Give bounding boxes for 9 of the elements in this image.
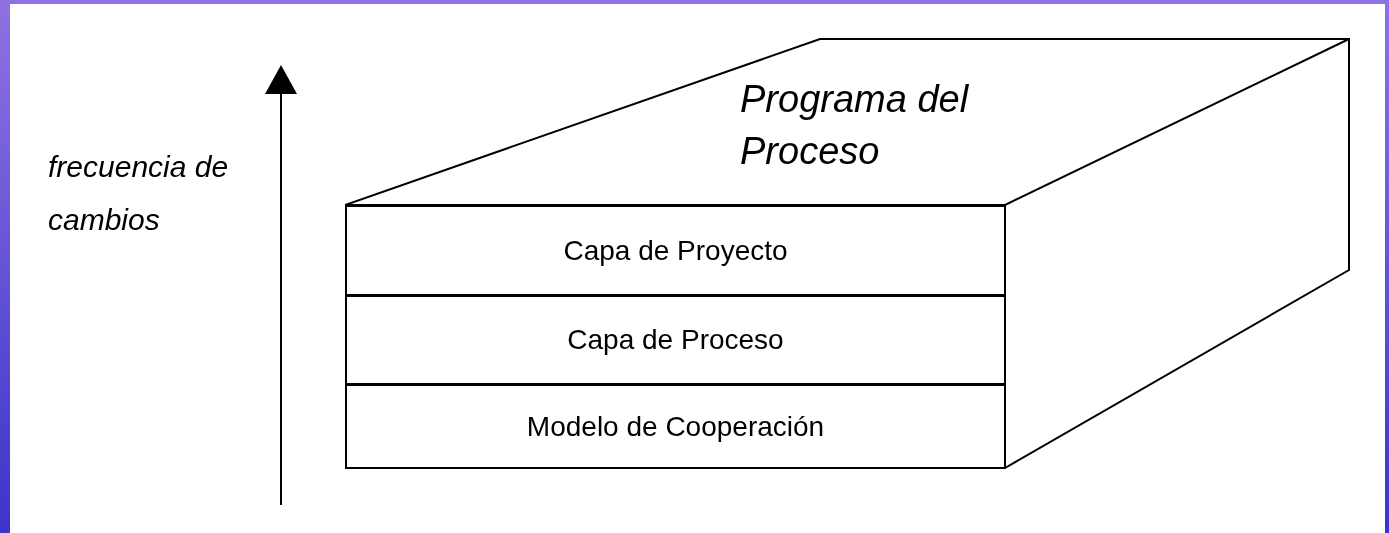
layer-box	[345, 384, 1006, 469]
layer-label: Capa de Proyecto	[563, 234, 788, 267]
block-title: Programa del Proceso	[740, 77, 970, 174]
layer-label: Modelo de Cooperación	[526, 410, 825, 443]
layer-box	[345, 295, 1006, 385]
axis-label: frecuencia de cambios	[48, 149, 230, 238]
layer-label: Capa de Proceso	[567, 324, 784, 356]
layer-box	[345, 205, 1006, 296]
block-drawing	[345, 38, 1350, 469]
